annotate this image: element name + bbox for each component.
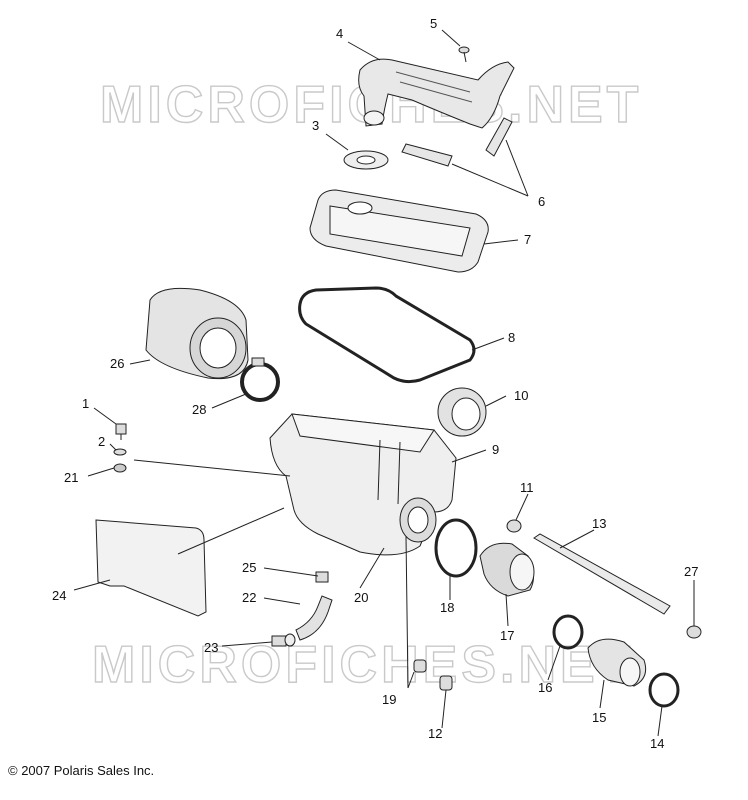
callout-22: 22	[242, 590, 256, 605]
airbox-base-part	[269, 413, 457, 556]
plug-11-part	[506, 519, 522, 533]
watermark-bottom: MICROFICHES.NET	[92, 636, 634, 694]
callout-21: 21	[64, 470, 78, 485]
callout-24: 24	[52, 588, 66, 603]
callout-labels: 4 5 3 6 7 8 26 28 10 1 9 2 21 11 13 25 2…	[52, 16, 698, 751]
shield-part	[95, 519, 207, 617]
callout-8: 8	[508, 330, 515, 345]
callout-14: 14	[650, 736, 664, 751]
callout-15: 15	[592, 710, 606, 725]
callout-7: 7	[524, 232, 531, 247]
callout-26: 26	[110, 356, 124, 371]
callout-9: 9	[492, 442, 499, 457]
hose-15-part	[587, 638, 647, 687]
plug-12-part	[439, 675, 453, 691]
callout-23: 23	[204, 640, 218, 655]
callout-27: 27	[684, 564, 698, 579]
callout-19: 19	[382, 692, 396, 707]
callout-5: 5	[430, 16, 437, 31]
screw-part	[458, 46, 470, 63]
washer-part	[343, 150, 389, 170]
callout-1: 1	[82, 396, 89, 411]
leader-lines	[73, 29, 695, 737]
callout-10: 10	[514, 388, 528, 403]
seal-parts	[401, 117, 513, 167]
callout-12: 12	[428, 726, 442, 741]
o-ring-part	[434, 518, 478, 578]
callout-3: 3	[312, 118, 319, 133]
callout-13: 13	[592, 516, 606, 531]
drain-hose-part	[295, 595, 333, 641]
callout-25: 25	[242, 560, 256, 575]
clamp-16-part	[552, 614, 584, 650]
washer-small-part	[113, 448, 127, 456]
plug-19-part	[413, 659, 427, 673]
air-filter-part	[145, 287, 249, 380]
airbox-cover-part	[309, 189, 489, 273]
callout-6: 6	[538, 194, 545, 209]
adapter-part	[437, 387, 487, 437]
boot-part	[479, 542, 535, 597]
drain-plug-part	[271, 633, 296, 647]
grommet-part	[113, 463, 127, 473]
copyright-notice: © 2007 Polaris Sales Inc.	[8, 763, 155, 778]
tube-part	[533, 533, 671, 615]
callout-2: 2	[98, 434, 105, 449]
clamp-14-part	[648, 672, 680, 708]
callout-18: 18	[440, 600, 454, 615]
callout-20: 20	[354, 590, 368, 605]
callout-4: 4	[336, 26, 343, 41]
filter-clamp-part	[240, 357, 280, 402]
intake-duct-part	[358, 58, 515, 129]
callout-28: 28	[192, 402, 206, 417]
callout-11: 11	[520, 480, 534, 495]
bolt-part	[115, 423, 127, 440]
clamp-small-part	[315, 571, 329, 583]
gasket-part	[298, 286, 476, 384]
callout-17: 17	[500, 628, 514, 643]
cap-part	[686, 625, 702, 639]
callout-16: 16	[538, 680, 552, 695]
